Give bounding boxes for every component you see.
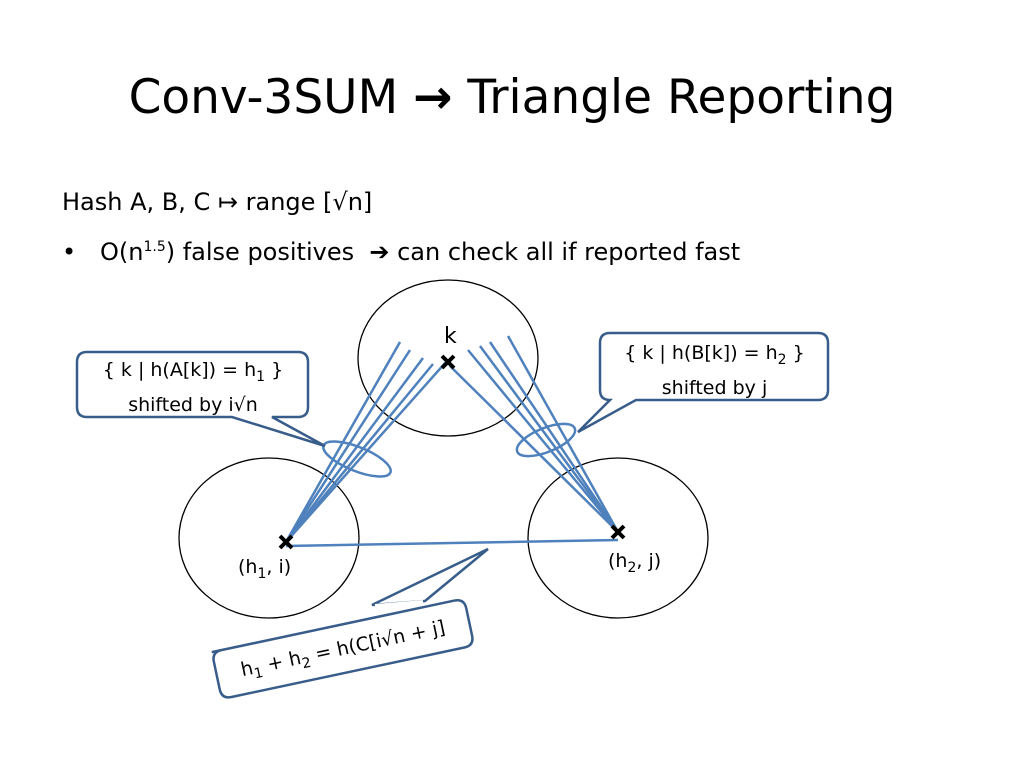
hash-statement: Hash A, B, C ↦ range [√n]: [62, 188, 373, 216]
bullet-part-1: O(n: [100, 238, 144, 266]
vertex-left-pre: (h: [238, 556, 258, 578]
callout-left-line-1-pre: { k | h(A[k]) = h: [102, 359, 257, 381]
left-fan-line: [284, 357, 425, 543]
bullet-arrow-icon: ➔: [369, 238, 390, 266]
callout-right-line-1-sub: 2: [777, 351, 787, 368]
vertex-right-label: (h2, j): [608, 550, 661, 576]
left-fan-line: [285, 363, 434, 543]
circle-right: [527, 457, 709, 619]
callout-right-line-1-post: }: [786, 342, 805, 364]
title-arrow-icon: →: [413, 70, 453, 125]
right-bundle-ellipse: [515, 422, 577, 458]
right-fan-line: [449, 365, 619, 533]
vertex-left-marker-icon: [278, 534, 294, 550]
vertex-left-post: , i): [266, 556, 292, 578]
bullet-part-3: can check all if reported fast: [397, 238, 741, 266]
bullet-part-2: ) false positives: [165, 238, 355, 266]
callout-left-text: { k | h(A[k]) = h1 } shifted by i√n: [79, 356, 307, 419]
title-part-1: Conv-3SUM: [128, 70, 399, 125]
callout-right-text: { k | h(B[k]) = h2 } shifted by j: [602, 339, 827, 402]
callout-bottom-p2: + h: [259, 646, 304, 677]
vertex-k-marker-icon: [440, 354, 456, 370]
callout-left-box: [75, 350, 326, 448]
left-fan-line: [284, 349, 412, 543]
vertex-right-post: , j): [636, 550, 662, 572]
circle-k: [357, 279, 539, 437]
callout-left-line-1: { k | h(A[k]) = h1 }: [79, 356, 307, 391]
callout-right-box: [577, 331, 830, 434]
callout-left-line-1-post: }: [265, 359, 284, 381]
vertex-right-sub: 2: [627, 559, 637, 576]
circle-left: [178, 457, 360, 619]
slide-title: Conv-3SUM → Triangle Reporting: [0, 62, 1024, 134]
left-bundle-ellipse: [322, 440, 392, 478]
vertex-left-sub: 1: [257, 565, 267, 582]
callout-right-line-2: shifted by j: [661, 376, 768, 399]
vertex-left-label: (h1, i): [238, 556, 291, 582]
right-fan-line: [488, 341, 620, 533]
callout-left-line-2: shifted by i√n: [128, 393, 258, 416]
callout-right-line-1: { k | h(B[k]) = h2 }: [602, 339, 827, 374]
right-fan-lines: [449, 335, 620, 533]
bottom-edge-line: [285, 538, 619, 548]
right-fan-line: [467, 349, 619, 533]
right-fan-line: [478, 345, 620, 533]
bullet-exponent: 1.5: [143, 239, 166, 255]
bullet-text: O(n1.5) false positives ➔ can check all …: [100, 238, 740, 266]
vertex-right-pre: (h: [608, 550, 628, 572]
vertex-k-label: k: [444, 324, 457, 349]
title-part-2: Triangle Reporting: [467, 70, 896, 125]
callout-bottom-box: [211, 598, 474, 699]
right-fan-line: [506, 335, 620, 533]
callout-right-line-1-pre: { k | h(B[k]) = h: [624, 342, 778, 364]
bullet-marker: •: [62, 238, 77, 266]
left-fan-line: [285, 361, 447, 543]
callout-bottom-pointer: [371, 547, 489, 607]
callout-left-line-1-sub: 1: [256, 368, 266, 385]
vertex-right-marker-icon: [610, 524, 626, 540]
